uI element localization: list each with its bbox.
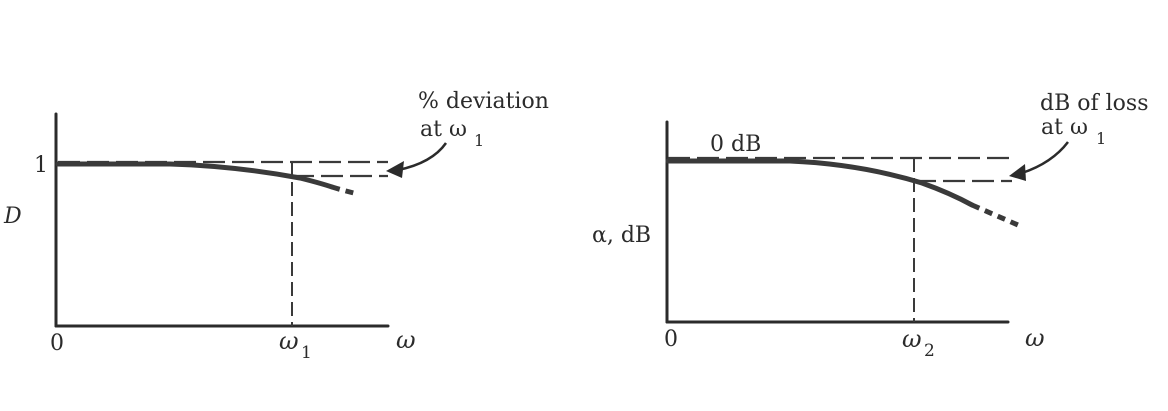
right-annotation-line2: at ω: [1041, 115, 1088, 140]
left-annotation-arrowhead: [386, 161, 404, 178]
left-response-curve: [55, 161, 335, 190]
right-response-curve: [665, 158, 975, 208]
right-panel: α, dB 0 dB 0 ω 2 ω dB of loss at ω 1: [592, 91, 1149, 361]
left-annotation-line1: % deviation: [418, 89, 549, 114]
left-x-axis-label: ω: [396, 326, 416, 354]
left-y-axis-label: D: [3, 204, 22, 229]
left-x-origin-label: 0: [50, 331, 64, 356]
right-response-curve-extension: [971, 202, 1019, 228]
left-annotation-line2: at ω: [420, 117, 467, 142]
left-omega1-symbol: ω: [279, 327, 299, 355]
right-annotation-subscript: 1: [1096, 129, 1106, 148]
right-annotation-arrowhead: [1009, 164, 1026, 181]
left-annotation: % deviation at ω 1: [386, 89, 549, 178]
left-panel: 1 D 0 ω 1 ω % deviation at ω 1: [3, 89, 549, 363]
left-response-curve-extension: [331, 184, 359, 197]
right-omega2-symbol: ω: [902, 325, 922, 353]
left-y-tick-1: 1: [34, 153, 48, 178]
right-x-origin-label: 0: [664, 327, 678, 352]
left-omega1-subscript: 1: [301, 343, 312, 363]
left-annotation-subscript: 1: [474, 131, 484, 150]
left-omega1-label: ω 1: [279, 327, 312, 363]
right-y-axis-label: α, dB: [592, 223, 651, 248]
right-omega2-subscript: 2: [924, 341, 935, 361]
left-annotation-arrow: [397, 142, 448, 172]
right-annotation-arrow: [1021, 141, 1069, 175]
right-annotation-line1: dB of loss: [1040, 91, 1149, 116]
right-omega2-label: ω 2: [902, 325, 935, 361]
right-reference-label: 0 dB: [710, 132, 761, 157]
right-annotation: dB of loss at ω 1: [1009, 91, 1149, 181]
right-x-axis-label: ω: [1025, 324, 1045, 352]
